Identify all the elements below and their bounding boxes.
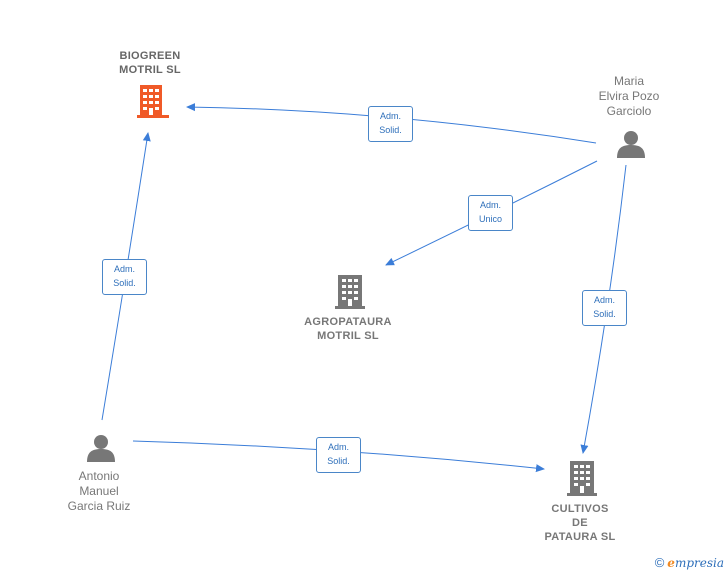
person-icon <box>617 131 645 158</box>
node-cultivos-line-3: PATAURA SL <box>544 531 616 543</box>
node-cultivos-line-1: CULTIVOS <box>551 503 609 515</box>
brand-initial: e <box>667 555 675 570</box>
edge-label-antonio-cultivos[interactable]: Adm. Solid. <box>316 437 361 473</box>
node-antonio-line-2: Manuel <box>79 484 119 498</box>
footer-brand[interactable]: © empresia <box>655 555 724 570</box>
person-icon <box>87 435 115 462</box>
node-maria-line-2: Elvira Pozo <box>598 89 660 103</box>
edge-label-line-1: Adm. <box>113 264 135 274</box>
edge-label-maria-cultivos[interactable]: Adm. Solid. <box>582 290 627 326</box>
edge-label-line-1: Adm. <box>593 295 615 305</box>
edge-label-line-2: Solid. <box>379 125 402 135</box>
building-icon <box>137 85 169 118</box>
node-biogreen[interactable]: BIOGREEN MOTRIL SL <box>90 49 210 77</box>
node-biogreen-line-1: BIOGREEN <box>119 50 181 62</box>
node-maria[interactable]: Maria Elvira Pozo Garciolo <box>569 74 689 119</box>
node-agropataura-line-2: MOTRIL SL <box>317 330 379 342</box>
node-antonio-line-1: Antonio <box>78 469 120 483</box>
edge-label-line-2: Solid. <box>593 309 616 319</box>
building-icon <box>567 461 597 496</box>
node-maria-line-3: Garciolo <box>606 104 652 118</box>
copyright-symbol: © <box>654 555 665 570</box>
edge-label-line-2: Solid. <box>327 456 350 466</box>
edge-label-line-1: Adm. <box>327 442 349 452</box>
edge-label-line-1: Adm. <box>479 200 501 210</box>
node-cultivos-line-2: DE <box>572 517 588 529</box>
edge-label-antonio-biogreen[interactable]: Adm. Solid. <box>102 259 147 295</box>
node-antonio[interactable]: Antonio Manuel Garcia Ruiz <box>39 469 159 514</box>
edge-label-line-2: Solid. <box>113 278 136 288</box>
edge-label-maria-agropataura[interactable]: Adm. Unico <box>468 195 513 231</box>
node-antonio-line-3: Garcia Ruiz <box>67 499 131 513</box>
edge-label-line-2: Unico <box>478 214 502 224</box>
node-cultivos[interactable]: CULTIVOS DE PATAURA SL <box>520 502 640 544</box>
node-biogreen-line-2: MOTRIL SL <box>119 64 181 76</box>
edge-label-maria-biogreen[interactable]: Adm. Solid. <box>368 106 413 142</box>
node-agropataura[interactable]: AGROPATAURA MOTRIL SL <box>288 315 408 343</box>
building-icon <box>335 275 365 309</box>
brand-name: empresia <box>667 556 724 570</box>
node-maria-line-1: Maria <box>613 74 644 88</box>
edge-label-line-1: Adm. <box>379 111 401 121</box>
node-agropataura-line-1: AGROPATAURA <box>304 316 392 328</box>
brand-rest: mpresia <box>674 555 724 570</box>
